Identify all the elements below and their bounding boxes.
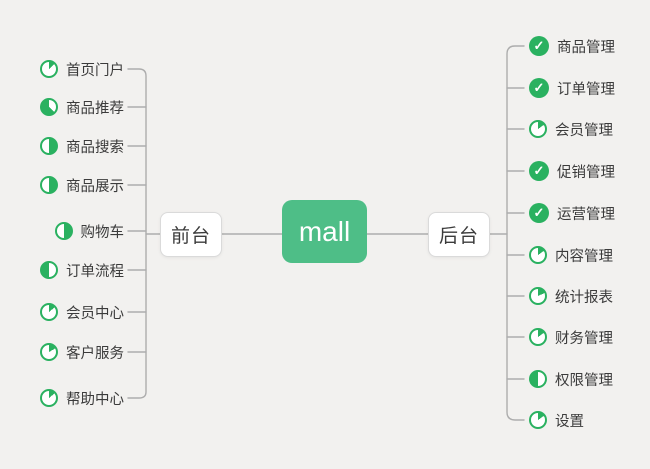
topic-row[interactable]: 内容管理 [529, 244, 613, 266]
branch-node-backend[interactable]: 后台 [428, 212, 490, 257]
topic-row[interactable]: ✓ 促销管理 [529, 160, 615, 182]
task-done-check-icon: ✓ [529, 36, 549, 56]
topic-label: 首页门户 [66, 62, 124, 79]
task-progress-pie-icon [40, 343, 58, 361]
topic-label: 内容管理 [555, 248, 613, 265]
task-progress-pie-icon [40, 137, 58, 155]
topic-label: 权限管理 [555, 372, 613, 389]
topic-row[interactable]: ✓ 订单管理 [529, 77, 615, 99]
task-progress-pie-icon [529, 287, 547, 305]
task-progress-pie-icon [529, 370, 547, 388]
root-node-mall[interactable]: mall [282, 200, 367, 263]
left-stubs [127, 106, 147, 353]
task-progress-pie-icon [40, 60, 58, 78]
right-stubs [506, 87, 525, 380]
topic-row[interactable]: 权限管理 [529, 368, 613, 390]
task-progress-pie-icon [529, 328, 547, 346]
topic-row[interactable]: 会员管理 [529, 118, 613, 140]
topic-row[interactable]: 商品展示 [40, 174, 124, 196]
topic-row[interactable]: 财务管理 [529, 326, 613, 348]
topic-row[interactable]: 商品推荐 [40, 96, 124, 118]
topic-label: 运营管理 [557, 206, 615, 223]
task-progress-pie-icon [529, 411, 547, 429]
topic-row[interactable]: 统计报表 [529, 285, 613, 307]
topic-label: 会员中心 [66, 305, 124, 322]
topic-row[interactable]: 客户服务 [40, 341, 124, 363]
topic-row[interactable]: 订单流程 [40, 259, 124, 281]
topic-label: 购物车 [80, 224, 125, 241]
topic-row[interactable]: 购物车 [54, 220, 125, 242]
topic-label: 会员管理 [555, 122, 613, 139]
task-progress-pie-icon [54, 222, 73, 240]
task-progress-pie-icon [40, 98, 58, 116]
topic-label: 商品推荐 [66, 100, 124, 117]
topic-label: 设置 [555, 413, 584, 430]
branch-label: 前台 [170, 226, 211, 247]
topic-label: 商品展示 [66, 178, 124, 195]
right-bracket-rail [506, 45, 525, 421]
task-done-check-icon: ✓ [529, 203, 549, 223]
topic-row[interactable]: ✓ 运营管理 [529, 202, 615, 224]
task-progress-pie-icon [529, 120, 547, 138]
topic-label: 订单流程 [66, 263, 124, 280]
task-progress-pie-icon [40, 389, 58, 407]
topic-label: 帮助中心 [66, 391, 124, 408]
topic-row[interactable]: 设置 [529, 409, 584, 431]
topic-label: 统计报表 [555, 289, 613, 306]
topic-label: 财务管理 [555, 330, 613, 347]
branch-label: 后台 [438, 226, 479, 247]
task-progress-pie-icon [40, 303, 58, 321]
topic-row[interactable]: ✓ 商品管理 [529, 35, 615, 57]
topic-row[interactable]: 首页门户 [40, 58, 124, 80]
task-done-check-icon: ✓ [529, 161, 549, 181]
topic-row[interactable]: 会员中心 [40, 301, 124, 323]
left-bracket-rail [127, 68, 147, 399]
task-progress-pie-icon [40, 261, 58, 279]
topic-label: 促销管理 [557, 164, 615, 181]
topic-row[interactable]: 商品搜索 [40, 135, 124, 157]
branch-node-frontend[interactable]: 前台 [160, 212, 222, 257]
topic-row[interactable]: 帮助中心 [40, 387, 124, 409]
topic-label: 商品搜索 [66, 139, 124, 156]
root-label: mall [298, 215, 351, 247]
topic-label: 订单管理 [557, 81, 615, 98]
topic-label: 客户服务 [66, 345, 124, 362]
topic-label: 商品管理 [557, 39, 615, 56]
task-progress-pie-icon [40, 176, 58, 194]
task-done-check-icon: ✓ [529, 78, 549, 98]
task-progress-pie-icon [529, 246, 547, 264]
